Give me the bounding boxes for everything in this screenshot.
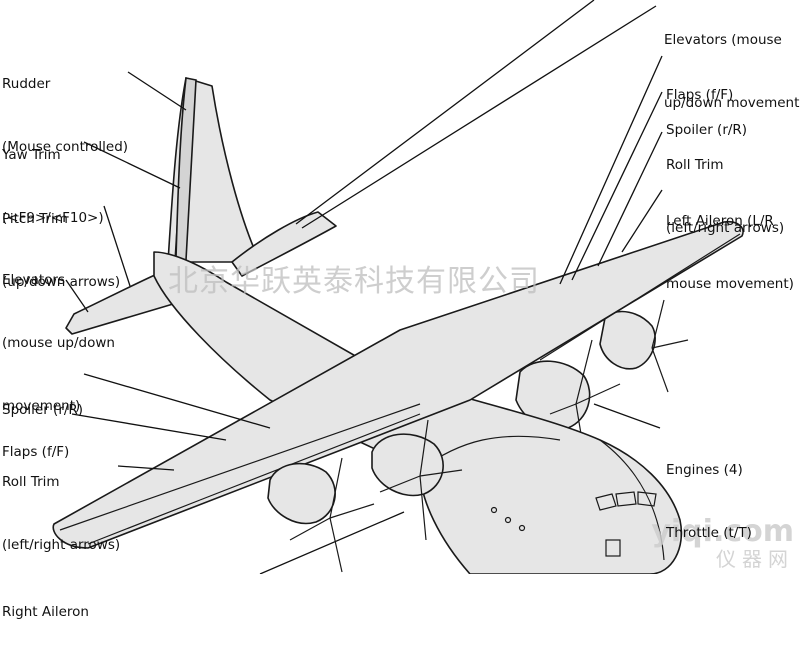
- label-line: movement): [2, 398, 81, 414]
- aircraft-illustration: [52, 0, 744, 575]
- cockpit-windows: [490, 491, 657, 557]
- label-line: Rudder: [2, 76, 51, 92]
- label-line: Left Aileron (L/R: [666, 213, 774, 229]
- label-line: Throttle (t/T): [666, 525, 752, 541]
- label-yaw-trim: Yaw Trim (<F9>/<F10>): [2, 103, 104, 271]
- label-line: (Mouse controlled): [2, 139, 129, 155]
- leader-elevators-left: [65, 279, 89, 313]
- leader-elevators-top: [295, 0, 595, 225]
- label-line: up/down movement): [664, 95, 800, 111]
- leader-right-aileron: [259, 511, 405, 575]
- label-line: Flaps (f/F): [2, 444, 70, 460]
- label-line: Roll Trim: [2, 474, 60, 490]
- label-line: Spoiler (r/R): [2, 402, 84, 418]
- label-elevators-left: Elevators (mouse up/down movement): [2, 228, 115, 459]
- diagram-canvas: 北京华跃英泰科技有限公司 yiqi.com 仪器网 Elevators (mou…: [2, 0, 800, 620]
- label-engines: Engines (4) Throttle (t/T): [666, 418, 752, 586]
- label-line: Pitch Trim: [2, 211, 68, 227]
- leader-roll-trim-right: [597, 131, 663, 267]
- leader-yaw-trim: [83, 141, 181, 189]
- label-line: (up/down arrows): [2, 274, 121, 290]
- label-pitch-trim: Pitch Trim (up/down arrows): [2, 167, 120, 335]
- leader-rudder: [127, 71, 187, 111]
- label-elevators-top: Elevators (mouse up/down movement): [664, 0, 800, 156]
- label-line: mouse movement): [666, 276, 794, 292]
- label-roll-trim-left: Roll Trim (left/right arrows): [2, 430, 120, 598]
- leader-spoiler-left: [83, 373, 271, 429]
- label-line: Elevators: [2, 272, 65, 288]
- engine-outer-left-wing: [599, 299, 689, 393]
- leader-flaps-right: [559, 55, 663, 285]
- main-wing: [52, 220, 744, 549]
- label-line: (left/right arrows): [2, 537, 121, 553]
- label-flaps-left: Flaps (f/F): [2, 400, 69, 505]
- label-line: Yaw Trim: [2, 147, 61, 163]
- label-line: Engines (4): [666, 462, 743, 478]
- label-right-aileron: Right Aileron: [2, 560, 89, 665]
- label-spoiler-right: Spoiler (r/R): [666, 78, 747, 183]
- engine-inner-right-wing: [371, 419, 463, 541]
- label-flaps-right: Flaps (f/F): [666, 43, 733, 148]
- horizontal-stabilizer-right: [231, 211, 337, 277]
- company-watermark: 北京华跃英泰科技有限公司: [168, 264, 540, 299]
- label-line: (<F9>/<F10>): [2, 210, 104, 226]
- label-left-aileron: Left Aileron (L/R mouse movement): [666, 169, 794, 337]
- leader-flaps-left: [71, 413, 227, 441]
- site-watermark-line1: yiqi.com: [651, 514, 794, 549]
- label-rudder: Rudder (Mouse controlled): [2, 32, 128, 200]
- leader-lines: [65, 0, 663, 575]
- label-roll-trim-right: Roll Trim (left/right arrows): [666, 113, 784, 281]
- leader-pitch-trim: [103, 205, 131, 287]
- label-line: Elevators (mouse: [664, 32, 782, 48]
- label-line: Flaps (f/F): [666, 87, 734, 103]
- label-line: (mouse up/down: [2, 335, 115, 351]
- leader-roll-trim-left: [117, 465, 175, 471]
- leader-left-aileron: [621, 189, 663, 253]
- label-spoiler-left: Spoiler (r/R): [2, 358, 83, 463]
- engine-outer-right-wing: [267, 457, 375, 573]
- site-watermark: yiqi.com 仪器网: [651, 514, 794, 571]
- label-line: Right Aileron: [2, 604, 89, 620]
- site-watermark-line2: 仪器网: [716, 547, 794, 571]
- label-line: Spoiler (r/R): [666, 122, 748, 138]
- leader-spoiler-right: [571, 91, 663, 281]
- label-line: (left/right arrows): [666, 220, 785, 236]
- label-line: Roll Trim: [666, 157, 724, 173]
- leader-engines: [593, 403, 661, 429]
